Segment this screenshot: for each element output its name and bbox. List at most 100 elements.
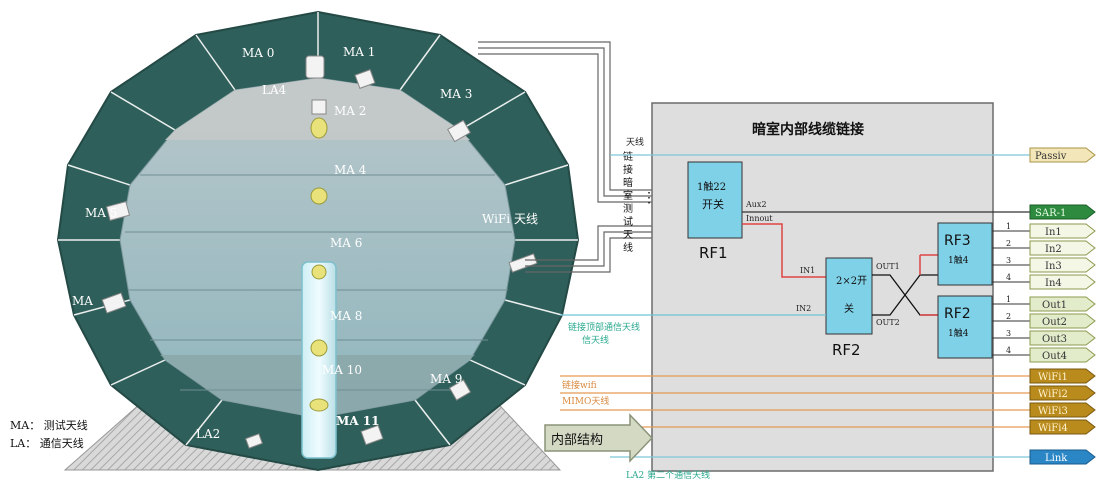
output-in3: In3	[1029, 257, 1096, 273]
output-wifi1: WiFi1	[1029, 368, 1096, 384]
rf2x2-line2: 关	[844, 302, 854, 315]
svg-text:暗: 暗	[623, 176, 633, 189]
svg-text:Out2: Out2	[1042, 317, 1067, 328]
svg-text:2: 2	[1006, 312, 1011, 321]
output-link: Link	[1029, 449, 1096, 465]
output-passive: Passiv	[1029, 147, 1096, 163]
label-la2: LA2	[196, 427, 220, 441]
output-wifi4: WiFi4	[1029, 419, 1096, 435]
svg-text:In2: In2	[1045, 244, 1062, 255]
svg-text:接: 接	[623, 163, 633, 176]
svg-text:测: 测	[623, 202, 633, 215]
inner-structure-label: 内部结构	[551, 432, 603, 448]
label-ma8: MA 8	[330, 309, 362, 323]
comm-antenna-caption-l2: 信天线	[582, 334, 609, 346]
svg-text:室: 室	[623, 189, 633, 202]
svg-text:WiFi4: WiFi4	[1038, 423, 1068, 434]
rf2-name: RF2	[832, 341, 861, 359]
rf2b-line1: RF2	[944, 306, 971, 322]
la2-caption: LA2 第二个通信天线	[626, 469, 710, 481]
output-in4: In4	[1029, 274, 1096, 290]
label-ma6: MA 6	[330, 236, 362, 250]
svg-text:链: 链	[623, 150, 633, 163]
svg-text:4: 4	[1006, 273, 1011, 282]
legend-ma-definition: MA： 测试天线	[10, 418, 88, 432]
svg-text:SAR-1: SAR-1	[1035, 208, 1066, 219]
output-tags: Passiv SAR-1 In1 In2 In3 In4 Out1 Out2	[1029, 147, 1096, 465]
rf2-1x4-box	[937, 295, 993, 359]
probe-markers	[309, 117, 329, 412]
output-out1: Out1	[1029, 296, 1096, 312]
svg-text:Passiv: Passiv	[1035, 151, 1067, 162]
svg-text:试: 试	[623, 215, 633, 228]
label-la4: LA4	[262, 83, 287, 97]
rf1-line1: 1触22	[697, 180, 726, 193]
rf3-line2: 1触4	[948, 254, 969, 266]
label-ma2: MA 2	[334, 104, 366, 118]
label-ma10: MA 10	[322, 363, 362, 377]
rf2-2x2-switch-box	[825, 257, 873, 335]
chamber-wall-segments	[58, 12, 578, 446]
svg-text:3: 3	[1006, 329, 1011, 338]
output-out3: Out3	[1029, 330, 1096, 346]
svg-text:线: 线	[623, 241, 633, 254]
svg-text:1: 1	[1006, 295, 1011, 304]
svg-text:Out4: Out4	[1042, 351, 1067, 362]
svg-text:2: 2	[1006, 239, 1011, 248]
svg-text:3: 3	[1006, 256, 1011, 265]
label-ma0: MA 0	[242, 46, 274, 60]
svg-text:WiFi2: WiFi2	[1038, 389, 1068, 400]
rf1-name: RF1	[699, 244, 728, 262]
label-wifi-antenna: WiFi 天线	[482, 212, 538, 226]
label-ma11: MA 11	[336, 414, 379, 428]
dakou-label: 天线	[626, 136, 644, 148]
output-in1: In1	[1029, 223, 1096, 239]
rf2b-line2: 1触4	[948, 327, 969, 339]
chamber-to-rf1-cables	[478, 41, 688, 273]
svg-text:In4: In4	[1045, 278, 1062, 289]
label-ma9: MA 9	[430, 372, 462, 386]
svg-text:4: 4	[1006, 346, 1011, 355]
svg-text:⋮: ⋮	[642, 190, 656, 206]
output-wifi2: WiFi2	[1029, 385, 1096, 401]
out1-label: OUT1	[876, 262, 900, 271]
antenna-blocks	[101, 55, 538, 449]
port-numbers: 1 2 3 4 1 2 3 4	[1006, 222, 1011, 355]
svg-text:WiFi3: WiFi3	[1038, 406, 1068, 417]
svg-text:In1: In1	[1045, 227, 1062, 238]
inner-structure-arrow	[544, 413, 654, 463]
label-ma4: MA 4	[334, 163, 367, 177]
center-tube	[301, 261, 337, 459]
svg-text:天: 天	[623, 230, 633, 241]
legend-la-definition: LA： 通信天线	[10, 436, 84, 450]
internal-cabling-panel	[651, 102, 994, 472]
wifi-caption: 链接wifi	[562, 379, 597, 391]
output-green: SAR-1	[1029, 204, 1096, 220]
label-ma3: MA 3	[440, 87, 472, 101]
aux2-label: Aux2	[745, 200, 767, 209]
label-ma: MA	[72, 294, 93, 308]
output-out4: Out4	[1029, 347, 1096, 363]
svg-text:In3: In3	[1045, 261, 1062, 272]
port-lines	[992, 230, 1030, 356]
output-wifi3: WiFi3	[1029, 402, 1096, 418]
comm-antenna-caption: 链接顶部通信天线	[568, 321, 640, 333]
innout-label: Innout	[746, 214, 773, 223]
svg-text:1: 1	[1006, 222, 1011, 231]
out2-label: OUT2	[876, 318, 900, 327]
rf3-1x4-box	[937, 222, 993, 286]
mimo-caption: MIMO天线	[562, 395, 609, 407]
output-out2: Out2	[1029, 313, 1096, 329]
label-ma1: MA 1	[343, 45, 375, 59]
side-vertical-caption: 链 接 暗 室 测 试 天 线	[623, 150, 633, 254]
svg-text:Out1: Out1	[1042, 300, 1067, 311]
rf1-line2: 开关	[702, 197, 724, 211]
rf3-line1: RF3	[944, 233, 971, 249]
svg-text:Out3: Out3	[1042, 334, 1067, 345]
svg-text:WiFi1: WiFi1	[1038, 372, 1068, 383]
rf2x2-line1: 2×2开	[836, 276, 867, 287]
panel-title: 暗室内部线缆链接	[752, 121, 864, 138]
in2-label: IN2	[796, 304, 811, 313]
output-in2: In2	[1029, 240, 1096, 256]
